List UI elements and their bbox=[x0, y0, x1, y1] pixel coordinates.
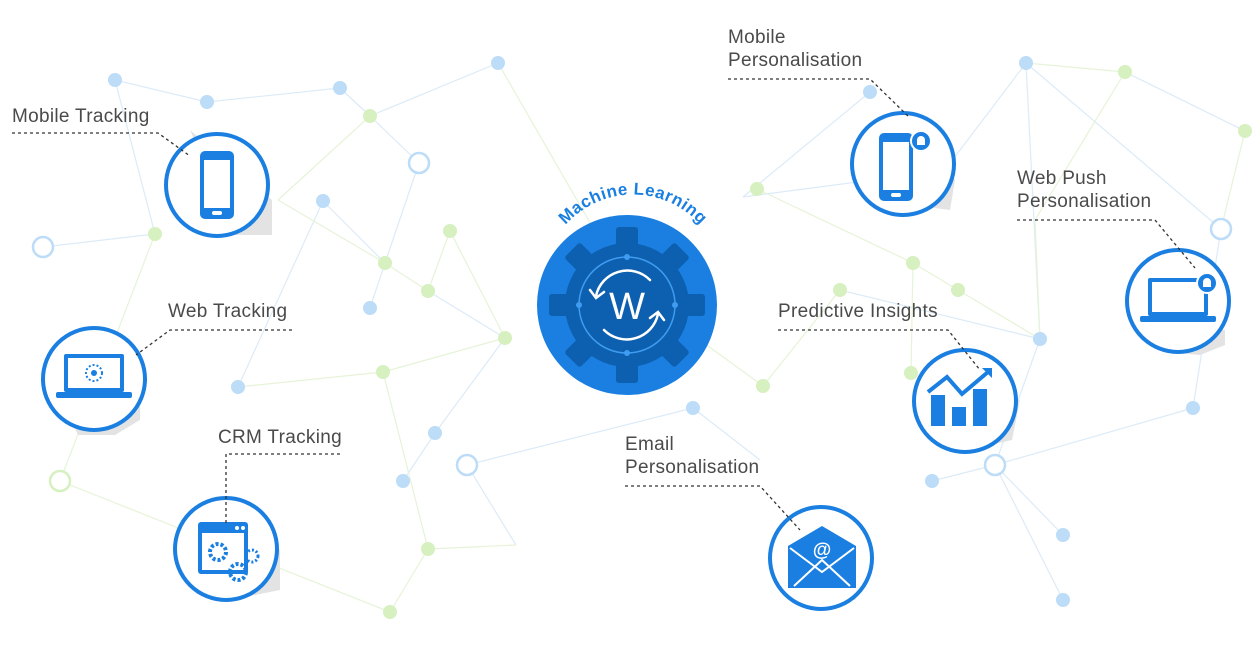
svg-text:@: @ bbox=[813, 540, 832, 561]
email-personalisation-label-2: Personalisation bbox=[625, 457, 759, 478]
web-push-label-1: Web Push bbox=[1017, 168, 1107, 189]
machine-learning-hub: Machine Learning bbox=[537, 179, 717, 395]
email-personalisation-node: @ Email Personalisation bbox=[625, 434, 874, 611]
web-push-personalisation-node: Web Push Personalisation bbox=[1017, 168, 1231, 355]
smartphone-bell-icon bbox=[879, 130, 932, 201]
laptop-bell-icon bbox=[1140, 272, 1218, 322]
email-personalisation-label-1: Email bbox=[625, 434, 674, 455]
mobile-tracking-label: Mobile Tracking bbox=[12, 106, 150, 127]
gear-logo-icon bbox=[549, 227, 705, 383]
crm-tracking-label: CRM Tracking bbox=[218, 427, 342, 448]
web-tracking-node: Web Tracking bbox=[41, 301, 292, 435]
background-nodes bbox=[31, 56, 1252, 619]
smartphone-icon bbox=[200, 151, 234, 219]
bar-chart-growth-icon bbox=[926, 368, 992, 426]
mobile-personalisation-label-2: Personalisation bbox=[728, 50, 862, 71]
predictive-insights-label: Predictive Insights bbox=[778, 301, 938, 322]
browser-gears-icon bbox=[198, 522, 260, 582]
crm-tracking-node: CRM Tracking bbox=[173, 427, 342, 602]
background-network bbox=[42, 62, 1246, 613]
web-tracking-label: Web Tracking bbox=[168, 301, 287, 322]
web-push-label-2: Personalisation bbox=[1017, 191, 1151, 212]
mobile-personalisation-label-1: Mobile bbox=[728, 27, 786, 48]
predictive-insights-node: Predictive Insights bbox=[778, 301, 1020, 454]
laptop-icon bbox=[56, 354, 132, 398]
mobile-tracking-node: Mobile Tracking bbox=[12, 106, 272, 238]
mobile-personalisation-node: Mobile Personalisation bbox=[728, 27, 956, 217]
hub-logo-letter: W bbox=[609, 286, 645, 328]
envelope-at-icon: @ bbox=[788, 526, 856, 588]
